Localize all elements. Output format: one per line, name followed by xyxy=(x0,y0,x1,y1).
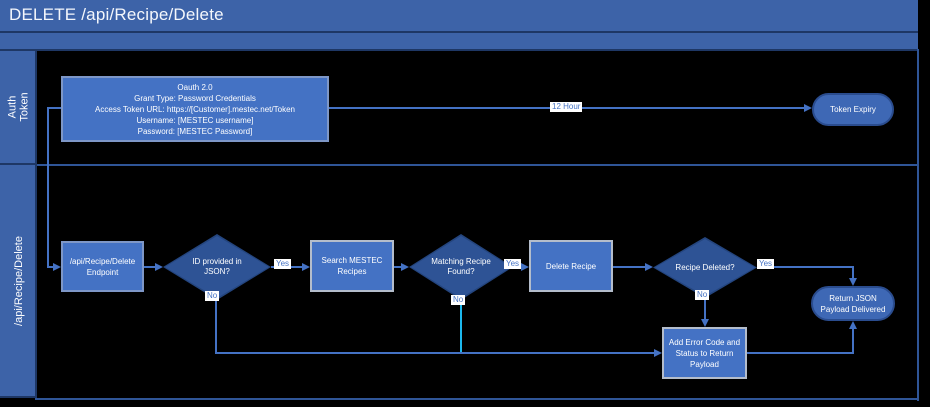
node-oauth-credentials: Oauth 2.0 Grant Type: Password Credentia… xyxy=(61,76,329,142)
edge-no-collector-horizontal xyxy=(215,352,655,354)
arrow-into-delete-recipe xyxy=(521,263,529,271)
lane-column-divider xyxy=(0,163,37,165)
page-title: DELETE /api/Recipe/Delete xyxy=(9,5,224,24)
node-delete-recipe: Delete Recipe xyxy=(529,240,613,292)
header-sub-band xyxy=(0,33,918,51)
arrow-into-search xyxy=(302,263,310,271)
edge-deleted-no-vertical xyxy=(704,297,706,320)
edge-label-yes-deleted: Yes xyxy=(757,259,775,269)
swimlane-label-api-recipe-delete: /api/Recipe/Delete xyxy=(0,166,37,396)
node-token-expiry: Token Expiry xyxy=(812,93,894,126)
diagram-bottom-border xyxy=(35,398,919,400)
edge-label-no-matching: No xyxy=(451,295,466,305)
edge-id-no-vertical xyxy=(215,300,217,354)
arrow-into-endpoint xyxy=(53,263,61,271)
diagram-title-bar: DELETE /api/Recipe/Delete xyxy=(0,0,918,33)
arrow-into-deleted-decision xyxy=(645,263,653,271)
edge-error-out-horizontal xyxy=(747,352,854,354)
edge-delete-to-deleted-decision xyxy=(613,266,647,268)
edge-label-12-hour: 12 Hour xyxy=(550,102,583,112)
node-decision-deleted-text: Recipe Deleted? xyxy=(675,262,735,272)
arrow-into-matching xyxy=(401,263,409,271)
edge-deleted-yes-vertical xyxy=(852,266,854,280)
node-token-expiry-text: Token Expiry xyxy=(830,105,876,114)
swimlane-label-auth-token: Auth Token xyxy=(0,51,37,163)
arrow-into-return-json-bottom xyxy=(849,321,857,329)
node-decision-matching-found: Matching Recipe Found? xyxy=(409,234,513,300)
node-oauth-credentials-text: Oauth 2.0 Grant Type: Password Credentia… xyxy=(95,82,295,136)
arrow-into-return-json-top xyxy=(849,278,857,286)
node-search-recipes: Search MESTEC Recipes xyxy=(310,240,394,292)
edge-auth-in-vertical xyxy=(47,107,49,268)
edge-auth-in-bottom xyxy=(49,266,55,268)
node-endpoint: /api/Recipe/Delete Endpoint xyxy=(61,241,144,292)
node-add-error-code: Add Error Code and Status to Return Payl… xyxy=(662,327,747,379)
edge-search-to-matching xyxy=(394,266,403,268)
node-search-recipes-text: Search MESTEC Recipes xyxy=(321,256,383,276)
edge-error-out-vertical xyxy=(852,329,854,354)
swimlane-label-column xyxy=(0,51,37,398)
edge-label-no-id: No xyxy=(205,291,220,301)
lane-auth-token-text: Auth Token xyxy=(6,92,31,122)
lane-api-recipe-delete-text: /api/Recipe/Delete xyxy=(12,236,25,326)
edge-endpoint-to-id-decision xyxy=(144,266,157,268)
arrow-into-token-expiry xyxy=(804,104,812,112)
edge-matching-no-vertical xyxy=(460,300,462,352)
edge-label-yes-matching: Yes xyxy=(504,259,522,269)
edge-deleted-yes-horizontal xyxy=(757,266,854,268)
edge-label-no-deleted: No xyxy=(695,290,710,300)
node-endpoint-text: /api/Recipe/Delete Endpoint xyxy=(69,256,136,277)
edge-auth-in-top xyxy=(47,107,63,109)
arrow-into-add-error-left xyxy=(654,349,662,357)
node-decision-id-provided: ID provided in JSON? xyxy=(163,234,271,300)
edge-label-yes-id: Yes xyxy=(274,259,292,269)
lane-divider-line xyxy=(37,164,918,166)
arrow-into-add-error-top xyxy=(701,319,709,327)
node-add-error-code-text: Add Error Code and Status to Return Payl… xyxy=(668,337,741,369)
arrow-into-id-decision xyxy=(155,263,163,271)
node-decision-recipe-deleted: Recipe Deleted? xyxy=(653,237,757,298)
node-delete-recipe-text: Delete Recipe xyxy=(545,261,597,271)
node-return-json-payload-text: Return JSON Payload Delivered xyxy=(820,293,886,314)
node-return-json-payload: Return JSON Payload Delivered xyxy=(811,286,895,321)
diagram-right-border xyxy=(917,49,919,401)
node-decision-matching-text: Matching Recipe Found? xyxy=(431,257,491,276)
node-decision-id-text: ID provided in JSON? xyxy=(192,257,242,276)
